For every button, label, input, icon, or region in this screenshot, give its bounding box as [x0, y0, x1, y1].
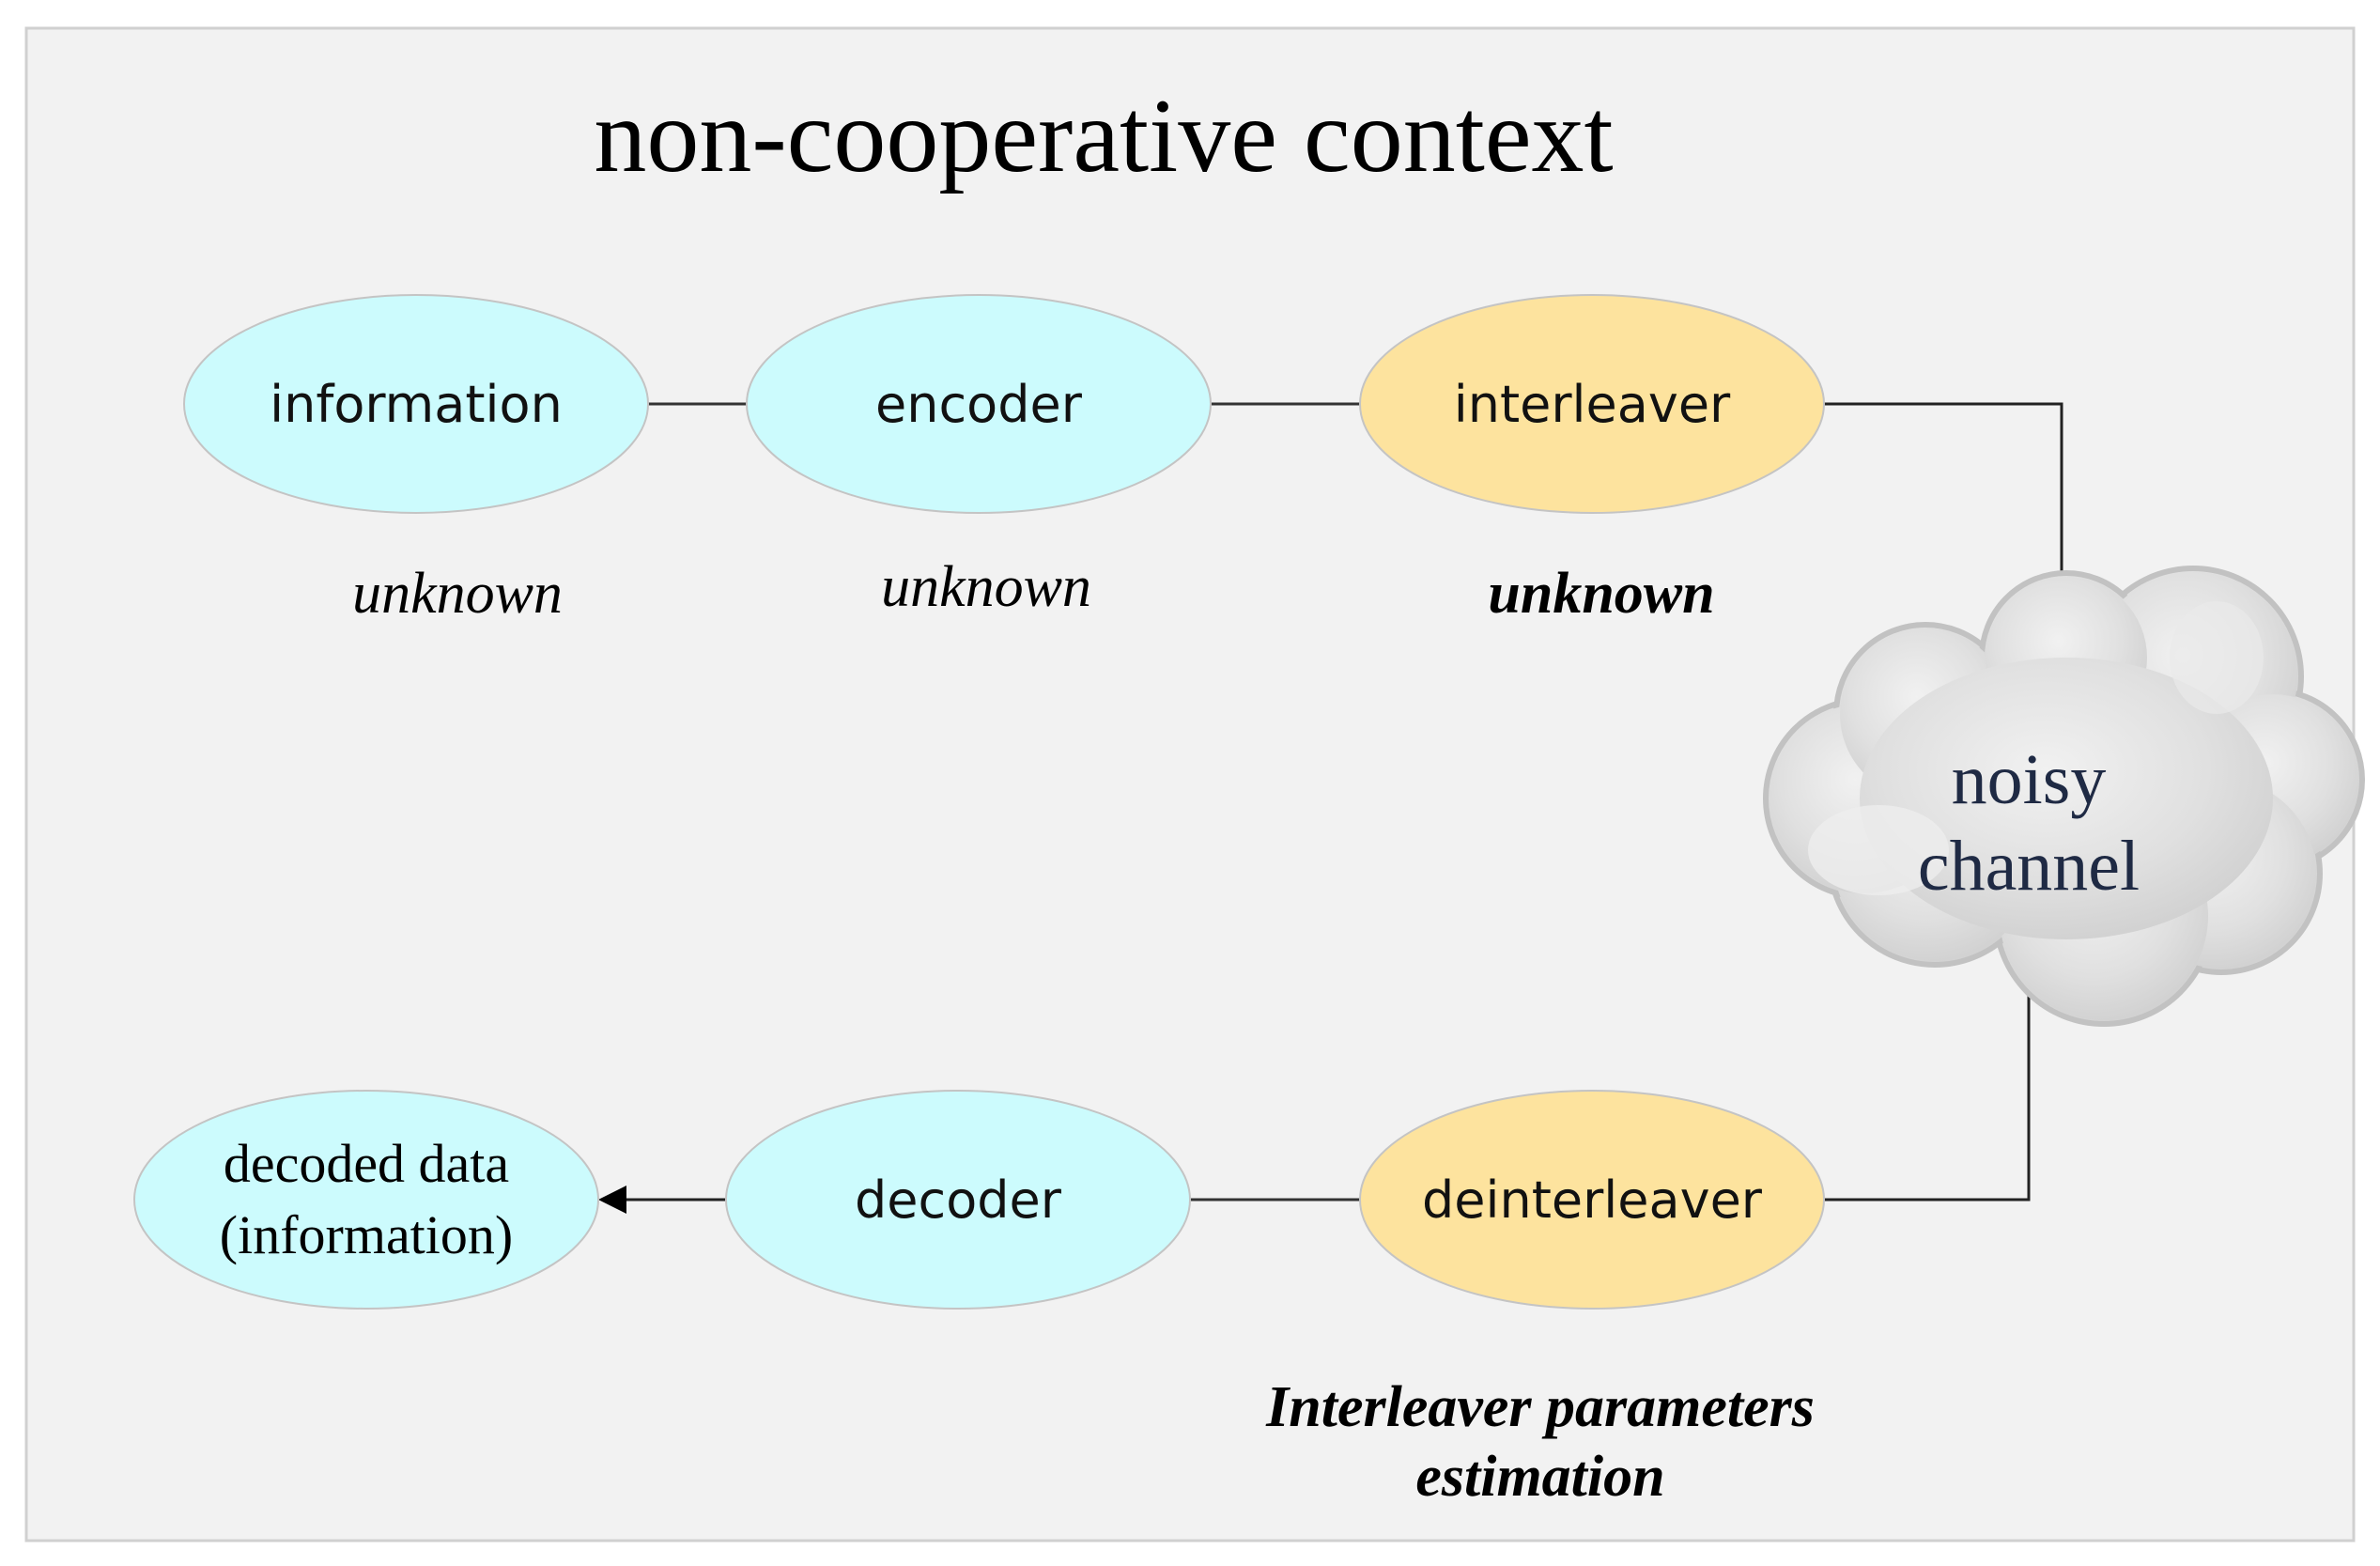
svg-text:deinterleaver: deinterleaver: [1422, 1171, 1763, 1230]
svg-text:(information): (information): [220, 1204, 513, 1265]
edge-channel-deinterleaver: [1824, 986, 2031, 1202]
svg-text:information: information: [270, 375, 563, 434]
node-decoder: decoder: [725, 1090, 1191, 1310]
status-encoder: unknown: [881, 555, 1091, 619]
node-encoder: encoder: [746, 294, 1212, 514]
svg-text:interleaver: interleaver: [1454, 375, 1731, 434]
estimation-label-line1: Interleaver parameters: [1265, 1375, 1815, 1439]
status-interleaver: unknown: [1488, 562, 1714, 626]
edge-interleaver-channel: [1824, 402, 2076, 634]
estimation-label-line2: estimation: [1415, 1445, 1664, 1509]
node-decoded-data: decoded data (information): [133, 1090, 599, 1310]
node-deinterleaver: deinterleaver: [1359, 1090, 1825, 1310]
status-information: unknown: [352, 562, 563, 626]
diagram-title: non-cooperative context: [594, 78, 1613, 194]
svg-text:decoder: decoder: [855, 1171, 1062, 1230]
svg-text:decoded data: decoded data: [224, 1133, 509, 1194]
svg-text:encoder: encoder: [875, 375, 1083, 434]
svg-text:noisy: noisy: [1952, 740, 2107, 819]
noisy-channel-cloud: noisy channel: [1763, 566, 2365, 1027]
node-interleaver: interleaver: [1359, 294, 1825, 514]
svg-text:channel: channel: [1918, 827, 2140, 906]
node-information: information: [183, 294, 649, 514]
